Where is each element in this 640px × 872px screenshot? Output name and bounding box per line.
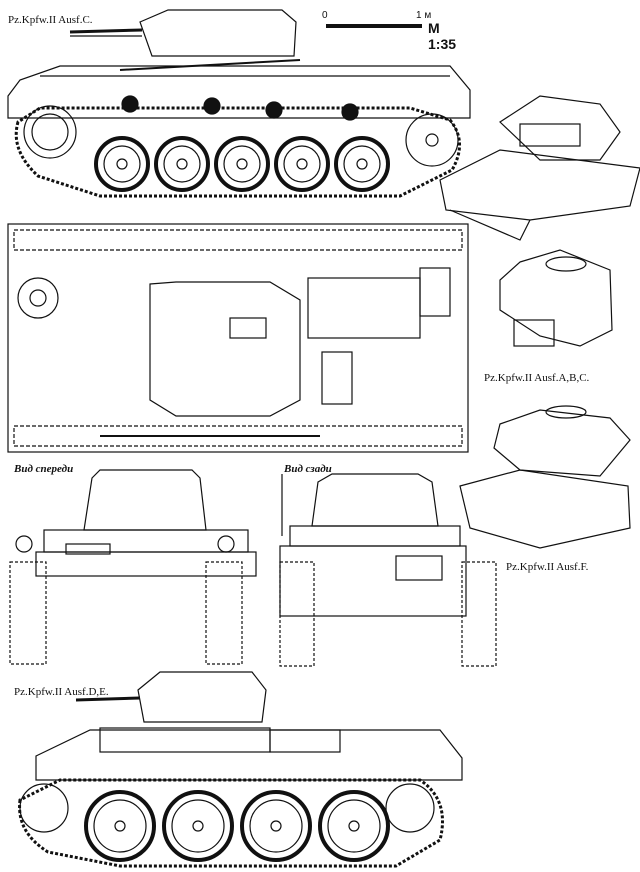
rear-track-left	[279, 561, 315, 667]
hull-c	[7, 65, 471, 119]
plan-track-top	[13, 229, 463, 251]
idler-c	[405, 113, 459, 167]
sprocket-de	[19, 783, 69, 833]
plan-track-bottom	[13, 425, 463, 447]
sprocket-hub-c	[31, 113, 69, 151]
front-track-right	[205, 561, 243, 665]
label-ausf-de: Pz.Kpfw.II Ausf.D,E.	[14, 686, 109, 698]
plan-hatch-front	[17, 277, 59, 319]
plan-view	[7, 223, 469, 453]
plan-grille	[419, 267, 451, 317]
label-front-view: Вид спереди	[14, 463, 74, 475]
gun-barrel-de	[75, 696, 141, 702]
rear-muffler	[395, 555, 443, 581]
tools-c	[119, 59, 301, 71]
idler-de	[385, 783, 435, 833]
return-roller-3	[265, 101, 283, 119]
plan-turret	[149, 281, 301, 417]
perspective-sketch-1	[439, 95, 640, 241]
rear-turret	[311, 473, 439, 527]
title-ausf-c: Pz.Kpfw.II Ausf.C.	[8, 14, 93, 26]
scale-rule	[326, 24, 422, 28]
road-wheels-de	[84, 790, 390, 862]
scale-ratio: М 1:35	[428, 20, 457, 52]
scale-one-label: 1 м	[416, 10, 432, 21]
return-roller-1	[121, 95, 139, 113]
idler-hub-c	[425, 133, 439, 147]
return-roller-4	[341, 103, 359, 121]
track-c	[14, 106, 461, 198]
front-view	[9, 469, 257, 665]
label-rear-view: Вид сзади	[284, 463, 332, 475]
scale-bar: 0 1 м М 1:35	[320, 8, 456, 52]
rear-track-right	[461, 561, 497, 667]
front-headlight-right	[217, 535, 235, 553]
plan-hull-outline	[7, 223, 469, 453]
front-headlight-left	[15, 535, 33, 553]
turret-c	[139, 9, 297, 57]
front-track-left	[9, 561, 47, 665]
scale-zero-label: 0	[322, 10, 328, 21]
perspective-sketch-3	[459, 405, 631, 549]
plan-engine-deck	[307, 277, 421, 339]
label-ausf-f: Pz.Kpfw.II Ausf.F.	[506, 561, 589, 573]
return-roller-2	[203, 97, 221, 115]
label-ausf-abc: Pz.Kpfw.II Ausf.A,B,C.	[484, 372, 590, 384]
perspective-sketch-2	[499, 249, 613, 347]
side-view-ausf-c	[7, 9, 471, 198]
front-turret	[83, 469, 207, 531]
sprocket-c	[23, 105, 77, 159]
hull-de	[35, 729, 463, 781]
turret-de	[137, 671, 267, 723]
front-hull	[43, 529, 249, 553]
road-wheels-c	[94, 136, 390, 192]
rear-view	[279, 473, 497, 667]
track-de	[18, 778, 444, 868]
side-view-ausf-de	[18, 671, 463, 868]
gun-barrel-c	[69, 28, 143, 34]
